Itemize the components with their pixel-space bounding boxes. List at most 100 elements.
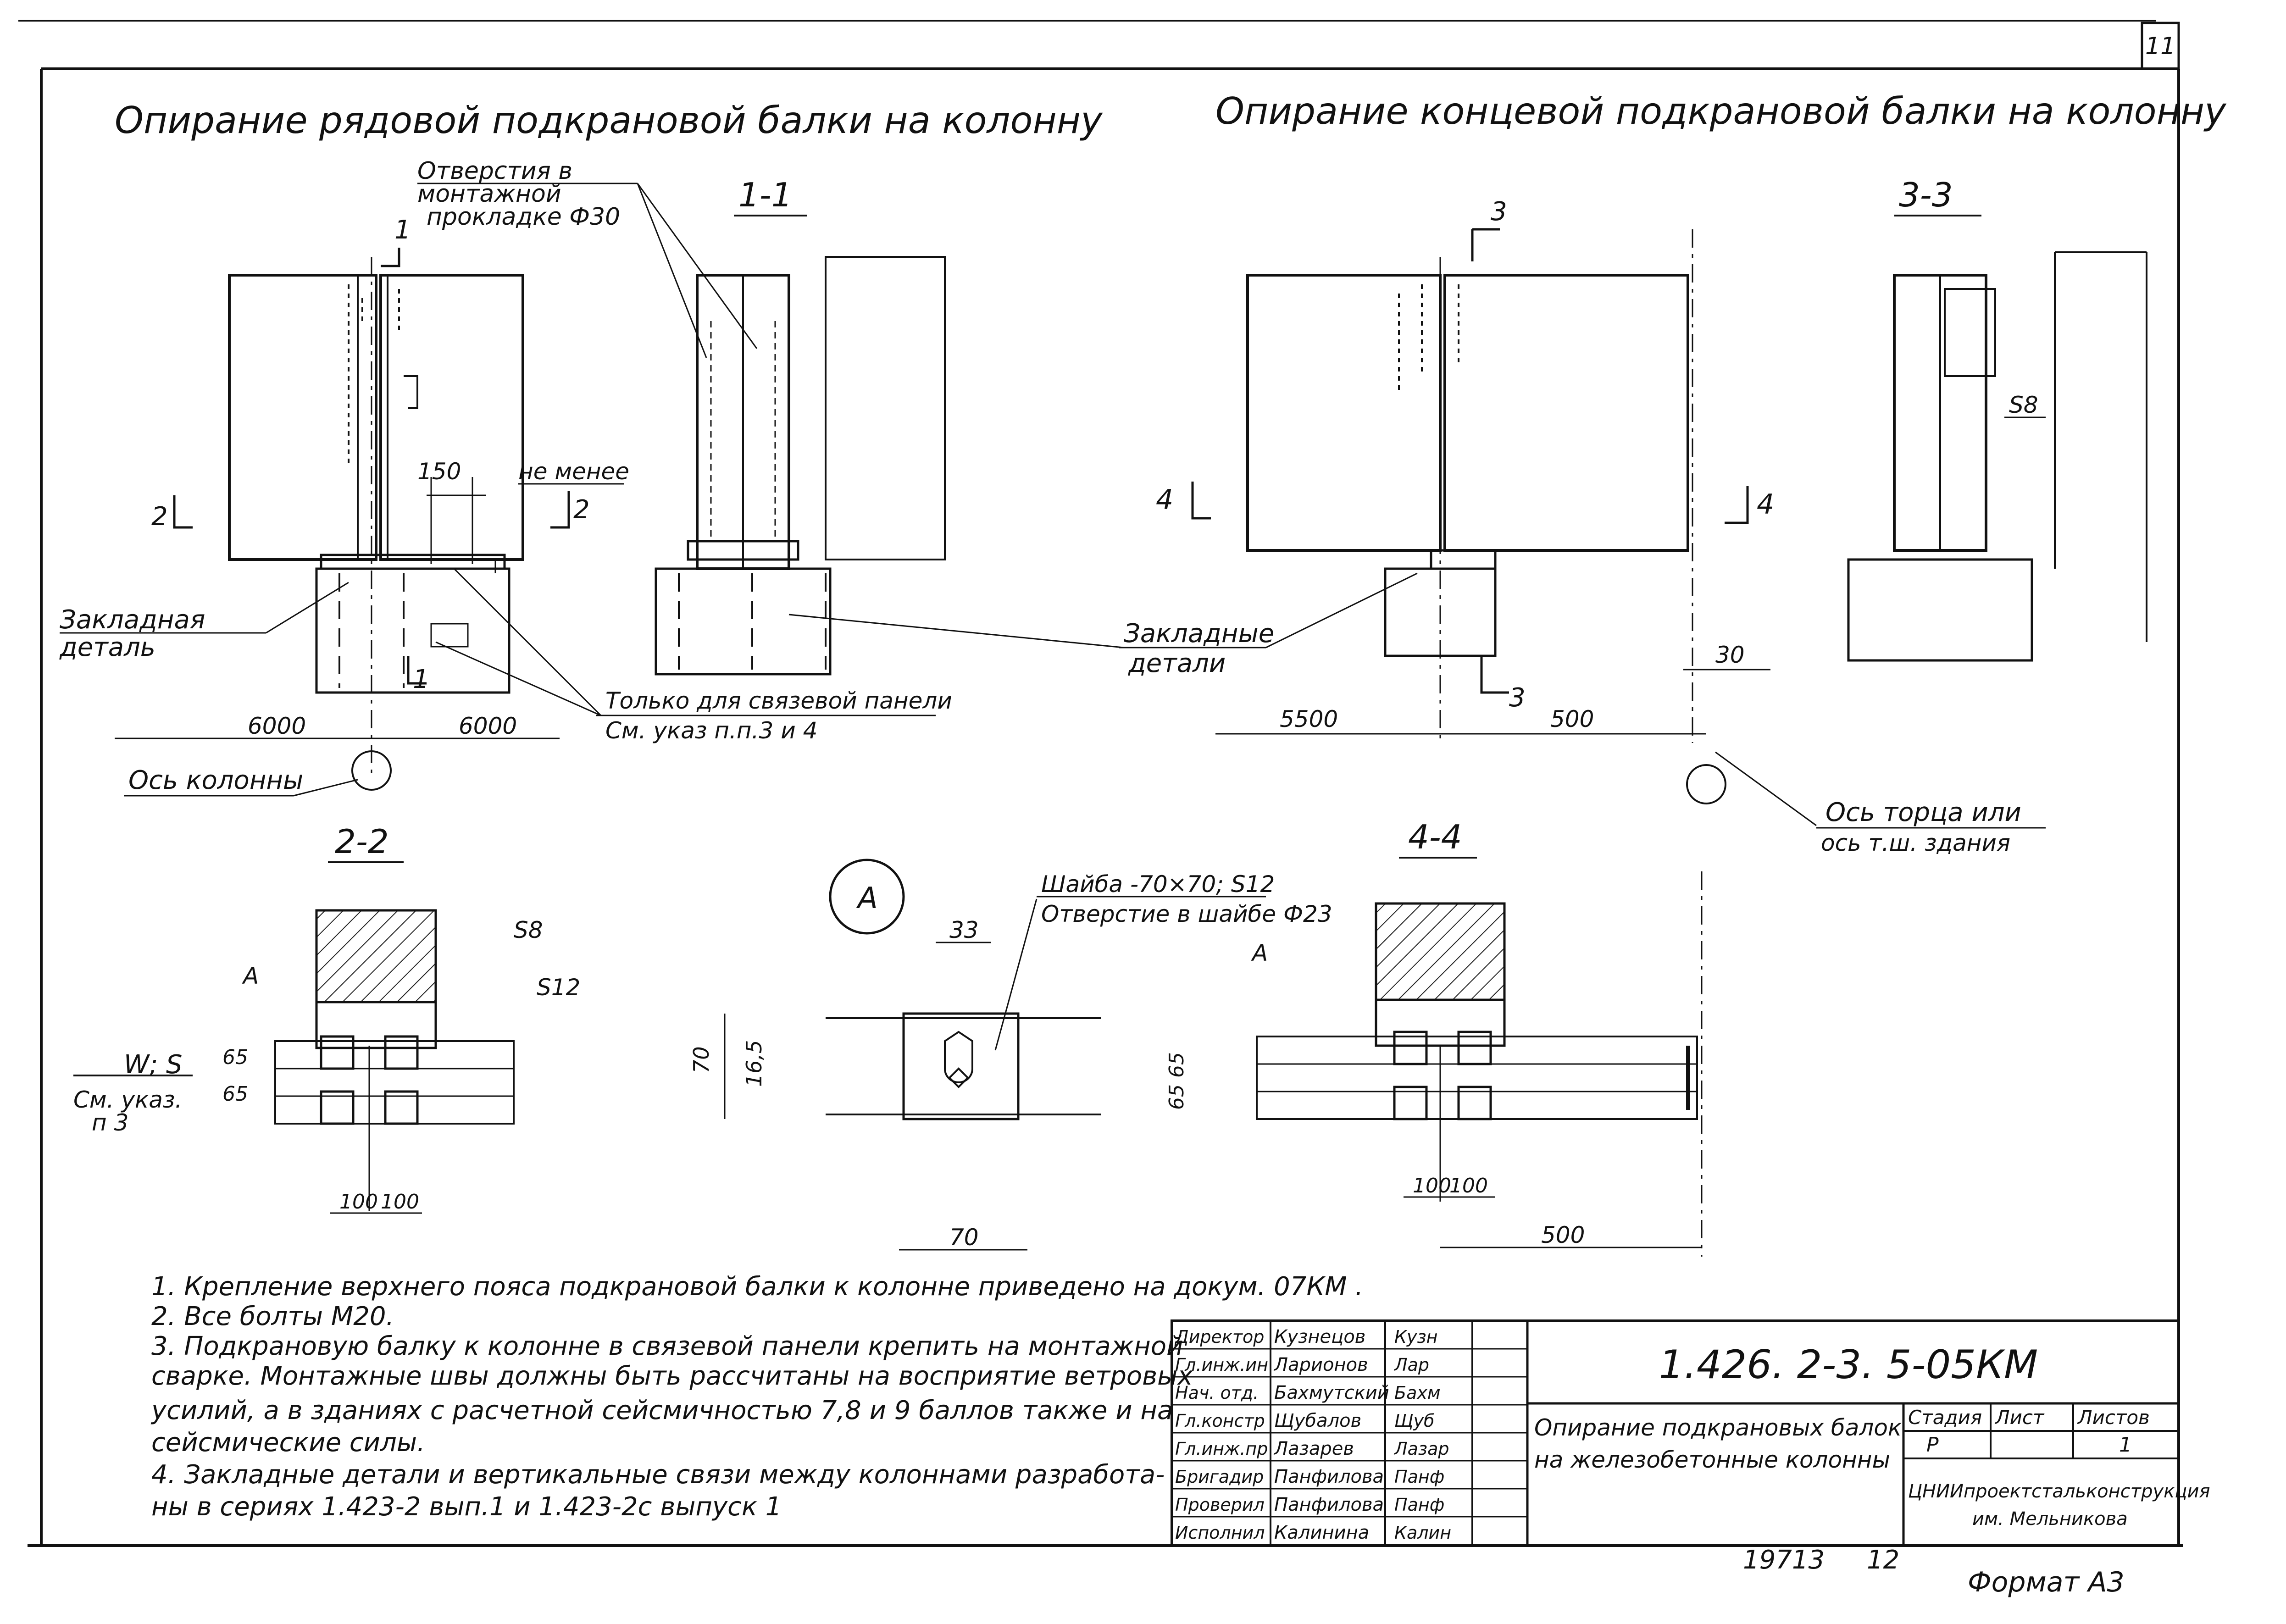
washer-label: Шайба -70×70; S12: [1041, 871, 1275, 898]
dim-100-c: 100: [1413, 1174, 1451, 1197]
section-4-4-title: 4-4: [1408, 818, 1462, 856]
sheets-value: 1: [2119, 1433, 2132, 1457]
tb-sign-3: Щуб: [1394, 1411, 1435, 1431]
tb-name-4: Лазарев: [1273, 1438, 1354, 1459]
detail-a-bubble: [829, 859, 905, 935]
left-elevation: [228, 257, 524, 780]
s8-label-3-3: S8: [2009, 392, 2038, 418]
section-1-1: [655, 256, 946, 676]
tb-role-5: Бригадир: [1175, 1467, 1264, 1487]
dim-5500: 5500: [1280, 706, 1338, 732]
note-1: 1. Крепление верхнего пояса подкрановой …: [151, 1272, 1364, 1302]
only-bracing-label-1: Только для связевой панели: [605, 687, 952, 714]
tb-sign-6: Панф: [1394, 1495, 1444, 1515]
end-axis-label-2: ось т.ш. здания: [1821, 830, 2010, 856]
end-axis-label-1: Ось торца или: [1825, 798, 2021, 827]
right-elevation: [1246, 229, 1693, 743]
dim-65-a: 65: [222, 1046, 248, 1069]
tb-role-2: Нач. отд.: [1175, 1383, 1259, 1403]
cut2-mark-left: 2: [151, 502, 168, 532]
dim-100-b: 100: [381, 1190, 419, 1214]
sheets-label: Листов: [2077, 1406, 2150, 1429]
inventory-number: 19713: [1743, 1545, 1825, 1575]
sheet-label: Лист: [1994, 1406, 2045, 1429]
tb-sign-1: Лар: [1393, 1355, 1429, 1375]
see-ref-2: п 3: [92, 1109, 128, 1136]
stage-label: Стадия: [1908, 1406, 1982, 1429]
note-4: 4. Закладные детали и вертикальные связи…: [151, 1460, 1165, 1490]
note-3: 3. Подкрановую балку к колонне в связево…: [151, 1331, 1183, 1361]
tb-name-7: Калинина: [1274, 1522, 1369, 1543]
callout-a-2-2: А: [242, 963, 259, 989]
tb-role-7: Исполнил: [1175, 1523, 1265, 1543]
tb-name-2: Бахмутский: [1274, 1382, 1389, 1403]
cut4-mark-right: 4: [1757, 488, 1774, 521]
note-2: 2. Все болты М20.: [151, 1302, 394, 1331]
embedded-parts-label-1: Закладные: [1124, 619, 1274, 648]
tb-sign-5: Панф: [1394, 1467, 1444, 1487]
section-2-2: [274, 909, 515, 1211]
cut4-mark-left: 4: [1156, 484, 1173, 516]
section-2-2-title: 2-2: [335, 822, 389, 861]
dim-65-65: 65 65: [1165, 1052, 1188, 1110]
s8-label-2-2: S8: [514, 917, 543, 943]
note-3-cont-a: сварке. Монтажные швы должны быть рассчи…: [151, 1361, 1193, 1391]
cut3-mark-bottom: 3: [1509, 683, 1526, 713]
note-3-cont-b: усилий, а в зданиях с расчетной сейсмичн…: [151, 1396, 1173, 1425]
column-axis-bubble: [351, 750, 392, 791]
dim-150: 150: [417, 458, 461, 485]
tb-sign-7: Калин: [1394, 1523, 1451, 1543]
only-bracing-label-2: См. указ п.п.3 и 4: [605, 717, 817, 744]
holes-label-1: Отверстия в: [417, 157, 572, 185]
tb-sign-2: Бахм: [1394, 1383, 1441, 1403]
washer-hole-label: Отверстие в шайбе Ф23: [1041, 901, 1332, 927]
holes-label-2: монтажной: [417, 180, 561, 208]
dim-33: 33: [949, 917, 979, 943]
corner-sheet-number: 11: [2145, 33, 2175, 60]
section-4-4: [1256, 871, 1703, 1257]
section-1-1-title: 1-1: [738, 176, 793, 214]
not-less-label: не менее: [518, 458, 629, 485]
title-right: Опирание концевой подкрановой балки на к…: [1215, 90, 2227, 133]
detail-a: [826, 1012, 1101, 1120]
embedded-part-label-2: деталь: [59, 632, 155, 662]
dim-30: 30: [1715, 642, 1745, 668]
section-3-3-title: 3-3: [1899, 176, 1953, 214]
tb-name-6: Панфилова: [1274, 1494, 1384, 1515]
dim-6000-right: 6000: [459, 713, 517, 739]
tb-name-3: Щубалов: [1274, 1410, 1361, 1431]
tb-name-5: Панфилова: [1274, 1466, 1384, 1487]
cut3-mark-top: 3: [1491, 197, 1507, 227]
dim-16-5: 16,5: [742, 1040, 766, 1087]
dim-6000-left: 6000: [248, 713, 306, 739]
description-line-2: на железобетонные колонны: [1534, 1447, 1890, 1473]
dim-65-b: 65: [222, 1082, 248, 1106]
dim-500-top: 500: [1550, 706, 1594, 732]
organization-subtitle: им. Мельникова: [1972, 1508, 2128, 1530]
cut1-mark-bottom: 1: [413, 665, 429, 694]
note-3-cont-c: сейсмические силы.: [151, 1428, 425, 1458]
stage-value: Р: [1926, 1433, 1939, 1457]
dim-70-vertical: 70: [689, 1046, 714, 1073]
tb-role-1: Гл.инж.ин: [1175, 1355, 1268, 1375]
detail-a-letter: А: [856, 881, 878, 915]
cut1-mark-top: 1: [394, 215, 411, 245]
tb-role-4: Гл.инж.пр: [1175, 1439, 1268, 1459]
embedded-part-label-1: Закладная: [60, 605, 205, 635]
cut2-mark-right: 2: [573, 495, 590, 525]
tb-role-6: Проверил: [1175, 1495, 1265, 1515]
document-code: 1.426. 2-3. 5-05КМ: [1659, 1342, 2038, 1388]
tb-role-3: Гл.констр: [1175, 1411, 1265, 1431]
title-left: Опирание рядовой подкрановой балки на ко…: [115, 99, 1103, 142]
tb-sign-4: Лазар: [1393, 1439, 1449, 1459]
embedded-parts-label-2: детали: [1128, 648, 1226, 678]
holes-label-3: прокладке Ф30: [427, 203, 620, 231]
format-label: Формат А3: [1968, 1566, 2125, 1598]
note-4-cont: ны в сериях 1.423-2 вып.1 и 1.423-2с вып…: [151, 1492, 782, 1522]
description-line-1: Опирание подкрановых балок: [1534, 1414, 1902, 1441]
inventory-suffix: 12: [1867, 1545, 1899, 1575]
end-axis-bubble: [1686, 764, 1726, 804]
column-axis-label: Ось колонны: [128, 765, 303, 795]
tb-name-1: Ларионов: [1273, 1354, 1368, 1375]
